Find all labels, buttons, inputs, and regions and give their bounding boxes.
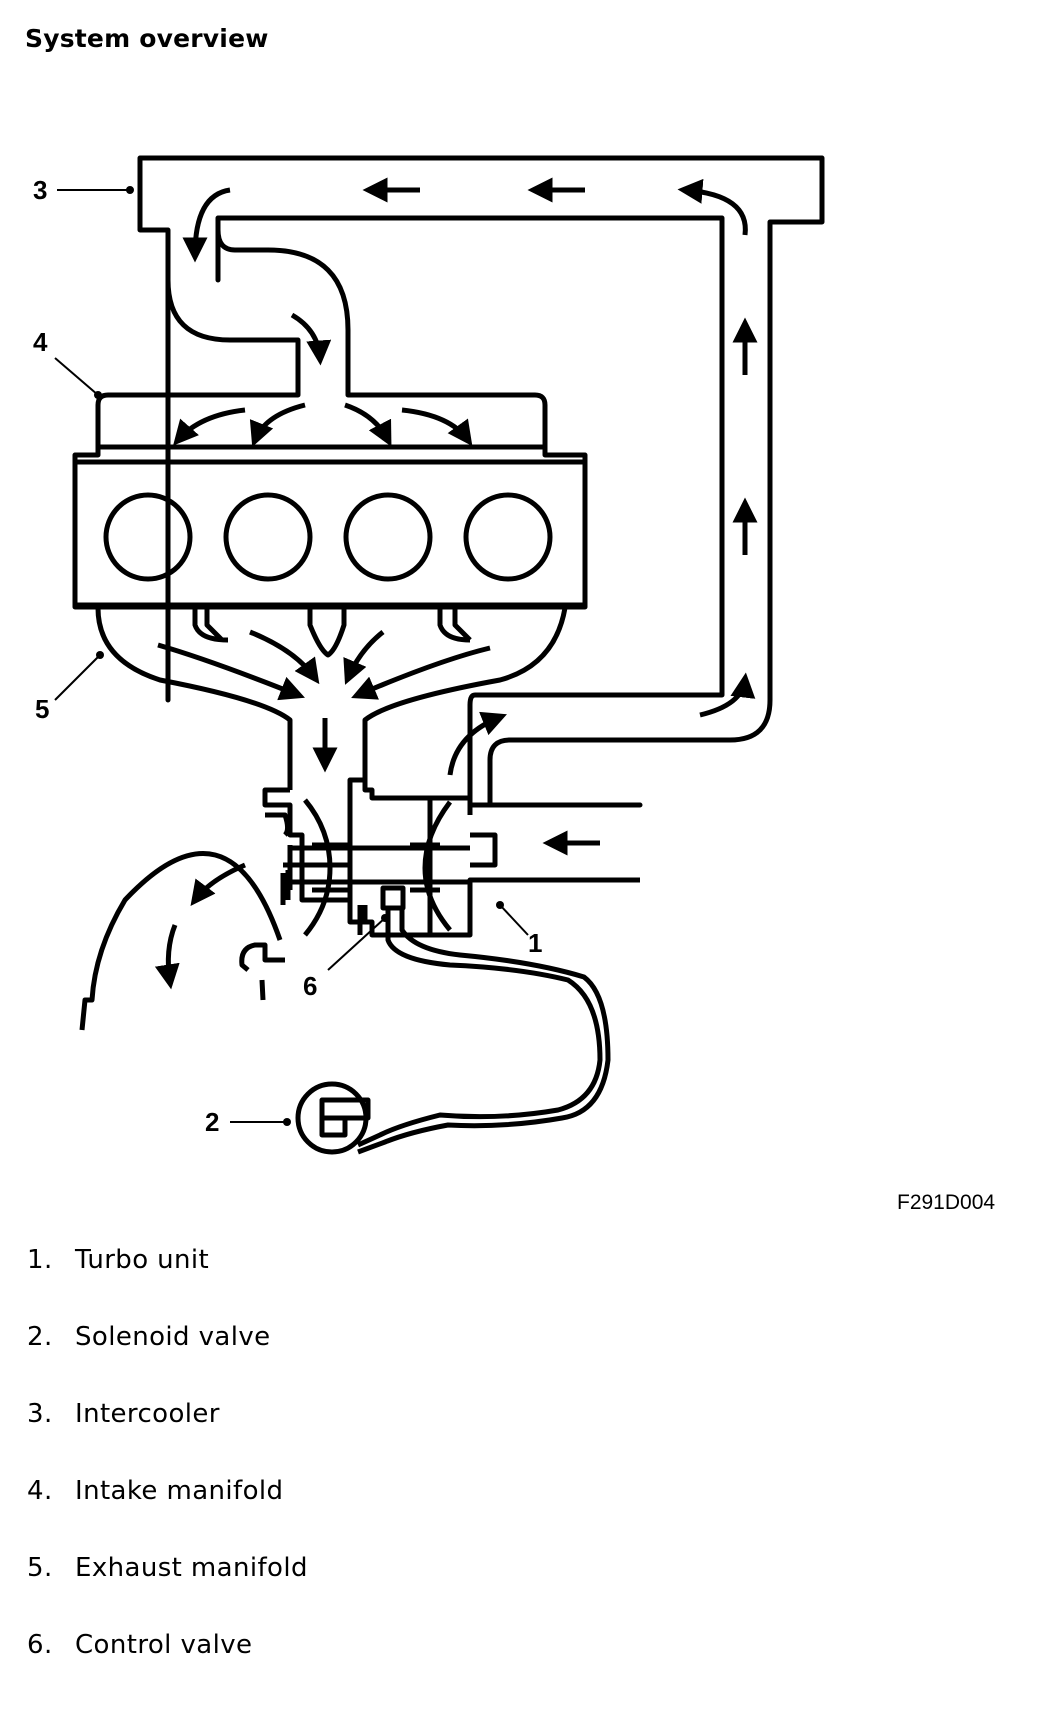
compressor-wheel <box>410 800 452 932</box>
exhaust-manifold <box>95 607 568 790</box>
callout-dot <box>126 186 134 194</box>
legend-label: Intake manifold <box>75 1476 284 1506</box>
turbo-housing <box>262 777 433 938</box>
cylinder-2 <box>223 492 313 582</box>
flow-arrow <box>401 407 473 447</box>
flow-arrow <box>249 629 320 685</box>
legend-item: 5. Exhaust manifold <box>27 1553 308 1630</box>
flow-arrow <box>157 642 305 701</box>
legend-item: 3. Intercooler <box>27 1399 308 1476</box>
flow-arrow <box>343 630 385 685</box>
callout-leader <box>54 357 99 396</box>
page-title: System overview <box>25 24 269 53</box>
legend-number: 5. <box>27 1553 53 1583</box>
legend-list: 1. Turbo unit 2. Solenoid valve 3. Inter… <box>27 1245 308 1707</box>
callout-1: 1 <box>528 928 542 958</box>
callout-dot <box>94 391 102 399</box>
callout-3: 3 <box>33 175 47 205</box>
turbine-wheel <box>283 798 350 937</box>
legend-label: Intercooler <box>75 1399 220 1429</box>
flow-arrow <box>182 187 231 263</box>
callout-leader <box>327 917 386 971</box>
control-valve <box>380 885 406 911</box>
cylinder-3 <box>343 492 433 582</box>
legend-label: Solenoid valve <box>75 1322 271 1352</box>
vacuum-hose <box>356 908 611 1155</box>
callout-5: 5 <box>35 694 49 724</box>
legend-number: 2. <box>27 1322 53 1352</box>
flow-arrow <box>249 402 306 447</box>
callout-dot <box>283 1118 291 1126</box>
callout-6: 6 <box>303 971 317 1001</box>
legend-label: Turbo unit <box>75 1245 210 1275</box>
flow-arrow <box>154 924 180 990</box>
legend-item: 1. Turbo unit <box>27 1245 308 1322</box>
legend-item: 2. Solenoid valve <box>27 1322 308 1399</box>
flow-arrow <box>351 645 491 700</box>
legend-number: 6. <box>27 1630 53 1660</box>
legend-number: 3. <box>27 1399 53 1429</box>
intercooler-tank <box>137 155 825 808</box>
figure-id: F291D004 <box>897 1191 995 1214</box>
callout-leader <box>499 904 529 936</box>
legend-label: Control valve <box>75 1630 253 1660</box>
legend-number: 1. <box>27 1245 53 1275</box>
callout-2: 2 <box>205 1107 219 1137</box>
flow-arrow <box>190 862 246 906</box>
callout-dot <box>496 901 504 909</box>
callout-leader <box>54 654 101 701</box>
intercooler-outline <box>72 215 725 808</box>
flow-arrow <box>173 407 246 446</box>
engine-block <box>72 459 588 610</box>
flow-arrow <box>290 312 332 366</box>
legend-item: 4. Intake manifold <box>27 1476 308 1553</box>
flow-arrow <box>699 672 756 718</box>
callout-4: 4 <box>33 327 48 357</box>
callout-dot <box>96 651 104 659</box>
legend-number: 4. <box>27 1476 53 1506</box>
turbo-shaft <box>290 845 470 885</box>
cylinder-4 <box>463 492 553 582</box>
flow-arrow <box>344 402 392 447</box>
exhaust-outlet <box>79 812 368 1031</box>
legend-item: 6. Control valve <box>27 1630 308 1707</box>
cylinder-1 <box>103 492 193 582</box>
callout-dot <box>381 914 389 922</box>
solenoid-connector <box>319 1097 371 1138</box>
legend-label: Exhaust manifold <box>75 1553 308 1583</box>
turbo-compressor <box>430 795 640 938</box>
flow-arrow <box>677 178 748 236</box>
flow-arrow <box>447 711 507 776</box>
